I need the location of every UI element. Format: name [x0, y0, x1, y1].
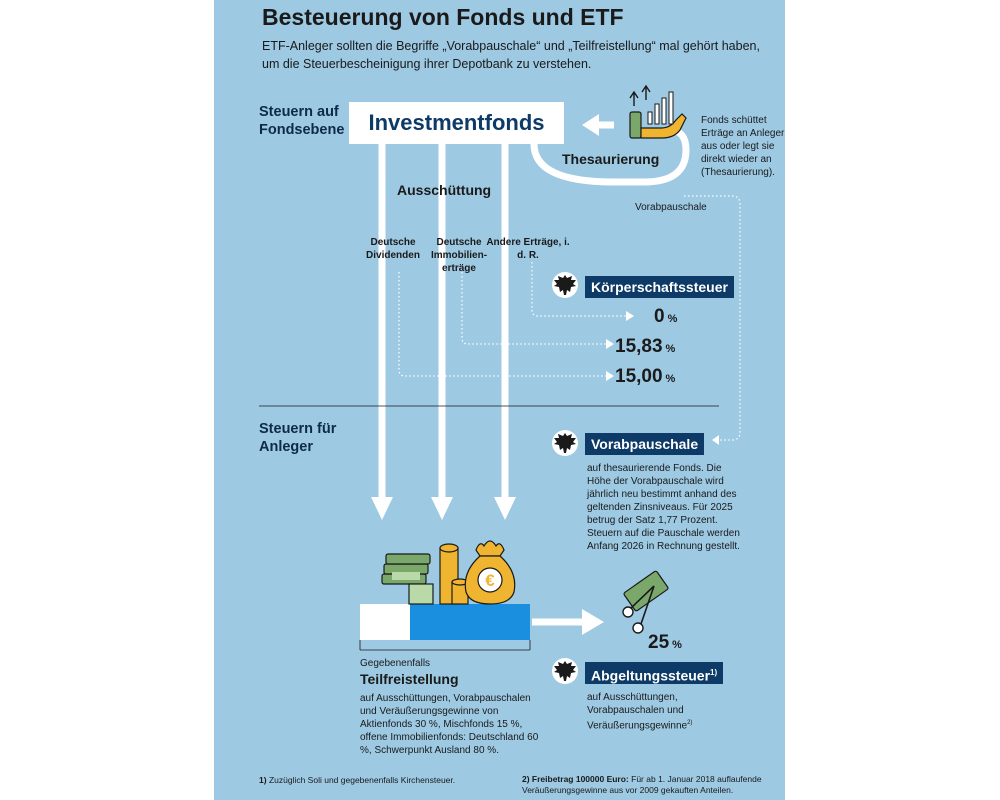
scissors-banknote-icon	[622, 570, 669, 634]
abgeltungssteuer-text: auf Ausschüttungen, Vorabpauschalen und …	[587, 692, 693, 732]
money-bag-icon: €	[464, 540, 516, 605]
section-fund-level: Steuern auf Fondsebene	[259, 104, 345, 138]
flow-graphics: €	[259, 84, 741, 684]
income-type-other: Andere Erträge, i. d. R.	[486, 237, 570, 261]
federal-eagle-icon	[552, 430, 578, 456]
fund-note: Fonds schüttet Erträge an Anleger aus od…	[701, 115, 785, 178]
footnote-2: 2) Freibetrag 100000 Euro: Für ab 1. Jan…	[522, 774, 762, 795]
subtitle: ETF-Anleger sollten die Begriffe „Vorabp…	[262, 39, 760, 71]
vorabpauschale-text: auf thesaurierende Fonds. Die Höhe der V…	[587, 463, 740, 552]
teilfreistellung-text: auf Ausschüttungen, Vorabpauschalen und …	[360, 693, 539, 756]
coin-stack-icon	[408, 543, 469, 605]
svg-text:€: €	[485, 571, 495, 590]
vorabpauschale-flow-label: Vorabpauschale	[635, 202, 707, 213]
vorabpauschale-label: Vorabpauschale	[585, 433, 705, 455]
money-stack-icon	[381, 553, 431, 585]
federal-eagle-icon	[552, 272, 578, 298]
koerperschaftsteuer-label: Körperschaftssteuer	[585, 276, 734, 298]
fund-box: Investmentfonds	[349, 102, 564, 144]
fund-label: Investmentfonds	[368, 110, 545, 135]
page-title: Besteuerung von Fonds und ETF	[262, 4, 624, 30]
hand-growth-chart-icon	[629, 84, 687, 139]
rate-dividends: 0%	[654, 306, 678, 327]
rate-other: 15,00%	[615, 366, 676, 387]
teilfreistellung-pre: Gegebenenfalls	[360, 658, 431, 669]
federal-eagle-icon	[552, 658, 578, 684]
ausschuettung-label: Ausschüttung	[397, 182, 492, 198]
abgeltung-rate: 25%	[648, 632, 682, 653]
rate-real-estate: 15,83%	[615, 336, 676, 357]
teilfreistellung-label: Teilfreistellung	[360, 671, 459, 687]
footnote-1: 1) Zuzüglich Soli und gegebenenfalls Kir…	[259, 775, 456, 785]
thesaurierung-label: Thesaurierung	[562, 151, 660, 167]
income-type-dividends: Deutsche Dividenden	[366, 237, 420, 261]
income-type-real-estate: Deutsche Immobilien-erträge	[430, 237, 488, 274]
abgeltungssteuer-label: Abgeltungssteuer1)	[585, 662, 724, 684]
section-investor: Steuern für Anleger	[259, 421, 337, 455]
infographic-panel: € Besteuerung von Fonds und ETF ETF-Anle…	[214, 0, 785, 800]
